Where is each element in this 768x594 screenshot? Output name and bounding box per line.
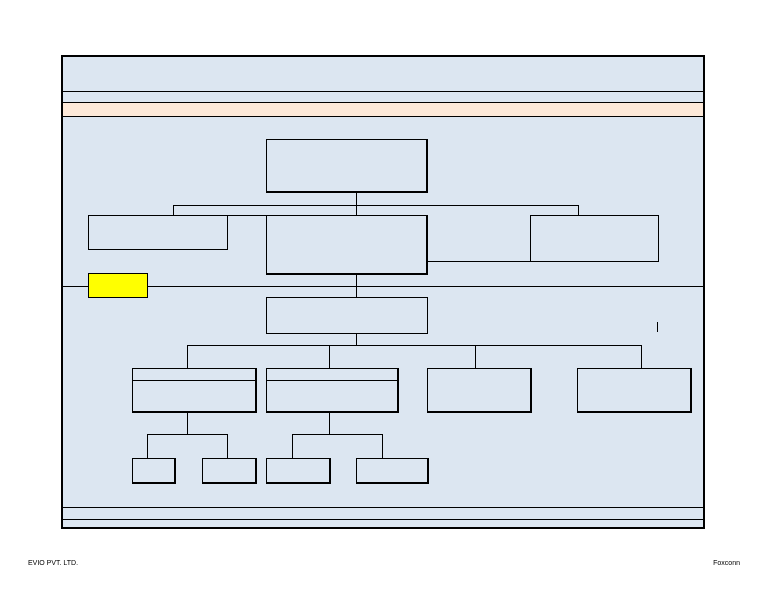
center-box [266,215,428,275]
branch-box-2 [266,368,399,413]
branch-divider [133,380,255,381]
leaf-box-2 [202,458,257,484]
footer-divider-bottom [63,519,703,520]
small-mark [657,322,658,332]
branch-box-1 [132,368,257,413]
header-divider [63,91,703,92]
footer-divider-top [63,507,703,508]
leaf-box-3 [266,458,331,484]
leaf-box-1 [132,458,176,484]
left-box [88,215,228,250]
footer-company-right: Foxconn [713,560,740,567]
header-band [63,102,703,117]
top-box [266,139,428,193]
footer-company-left: EVIO PVT. LTD. [28,560,79,567]
mid-box [266,297,428,334]
leaf-box-4 [356,458,429,484]
right-box [530,215,659,262]
branch-box-4 [577,368,692,413]
branch-divider [267,380,397,381]
middle-divider [63,286,703,287]
branch-box-3 [427,368,532,413]
legend-highlight-box [88,273,148,298]
